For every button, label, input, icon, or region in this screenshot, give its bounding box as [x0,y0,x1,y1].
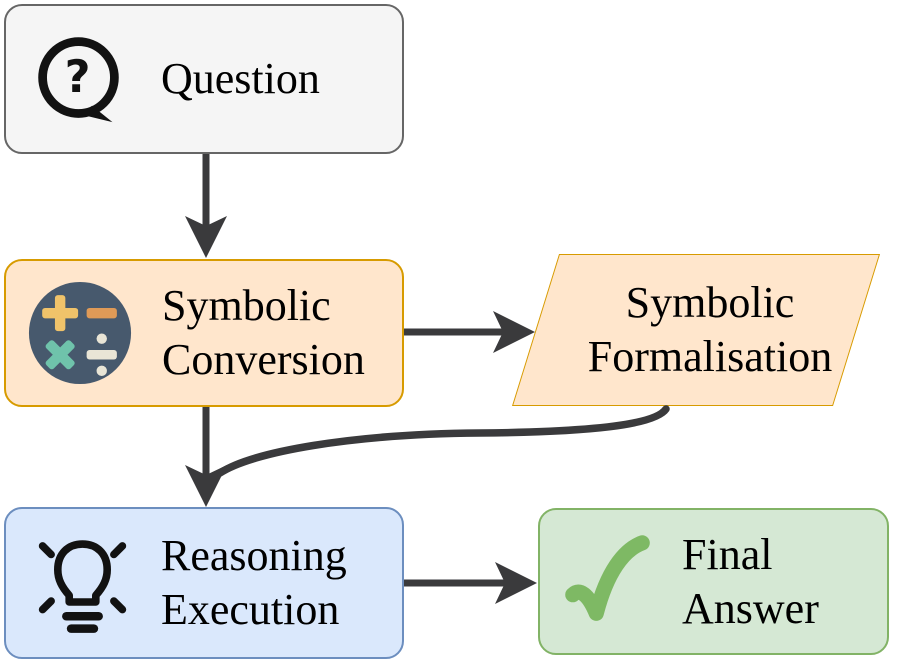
lightbulb-icon [30,526,135,640]
node-reasoning-execution: Reasoning Execution [4,507,404,659]
node-symbolic-conversion: Symbolic Conversion [4,259,404,407]
arrow-question-to-conversion [185,154,227,258]
arrow-execution-to-answer [404,562,537,604]
question-speech-bubble-icon: ? [30,31,127,128]
node-final-answer: Final Answer [538,508,889,655]
node-question-label: Question [161,54,320,103]
node-final-answer-label: Final Answer [682,529,819,633]
arrow-formalisation-to-execution [216,405,670,477]
math-operations-icon [28,281,132,385]
node-question: ? Question [4,4,404,154]
node-symbolic-formalisation: Symbolic Formalisation [545,254,875,406]
node-symbolic-conversion-label: Symbolic Conversion [162,281,365,384]
svg-text:?: ? [65,51,91,103]
node-symbolic-formalisation-label: Symbolic Formalisation [587,278,833,381]
checkmark-icon [564,533,652,631]
node-reasoning-execution-label: Reasoning Execution [161,531,347,634]
arrow-conversion-to-execution [185,407,227,507]
arrow-conversion-to-formalisation [404,311,535,353]
